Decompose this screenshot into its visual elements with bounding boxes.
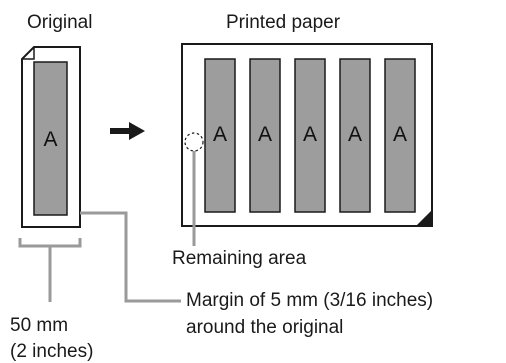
original-heading: Original — [27, 12, 92, 33]
margin-label-line2: around the original — [186, 317, 343, 338]
printed-image-letter: A — [348, 123, 362, 146]
printed-image-letter: A — [393, 123, 407, 146]
printed-image-letter: A — [213, 123, 227, 146]
printed-image-tile — [294, 58, 326, 213]
original-image-area — [33, 61, 68, 216]
width-label-line1: 50 mm — [10, 315, 68, 336]
printed-image-letter: A — [303, 123, 317, 146]
printed-paper-heading: Printed paper — [226, 12, 341, 33]
width-bracket — [18, 238, 82, 248]
folded-corner — [22, 47, 35, 60]
original-letter: A — [43, 128, 57, 151]
original-document: A — [21, 46, 81, 228]
remaining-area-marker — [184, 132, 204, 152]
printed-image-tile — [249, 58, 281, 213]
paper-corner-fold — [416, 210, 432, 226]
printed-image-letter: A — [258, 123, 272, 146]
printed-image-tile — [384, 58, 416, 213]
width-label-line2: (2 inches) — [10, 341, 93, 362]
margin-leader — [80, 211, 181, 303]
printed-image-tile — [339, 58, 371, 213]
right-arrow-icon — [110, 122, 145, 140]
remaining-area-label: Remaining area — [172, 248, 307, 269]
printed-image-tile — [204, 58, 236, 213]
margin-label-line1: Margin of 5 mm (3/16 inches) — [186, 290, 433, 311]
